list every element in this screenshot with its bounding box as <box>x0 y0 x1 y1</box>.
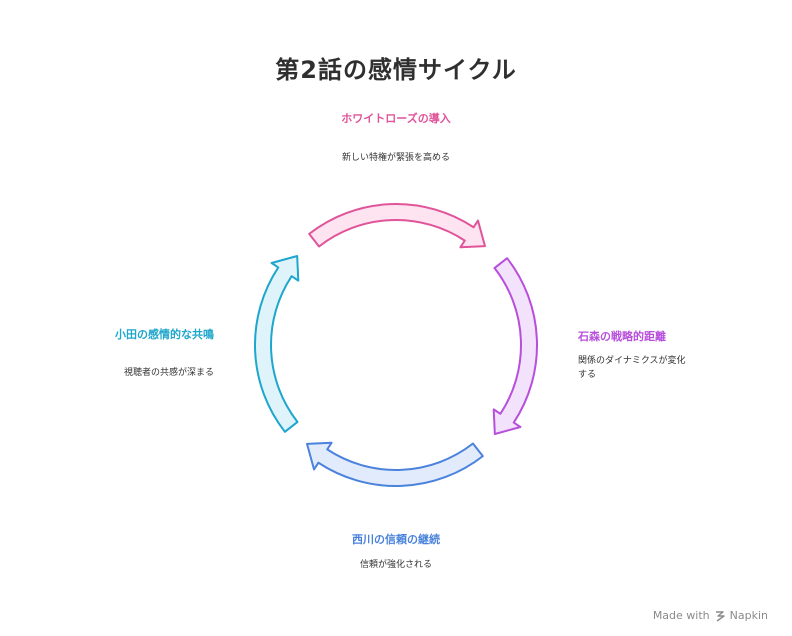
arrow-right <box>492 257 538 435</box>
stage-label-top: ホワイトローズの導入 <box>341 112 451 125</box>
stage-desc-bottom: 信頼が強化される <box>359 560 432 570</box>
diagram-title: 第2話の感情サイクル <box>275 56 517 84</box>
stage-desc-top: 新しい特権が緊張を高める <box>341 153 450 163</box>
footer-brand: Napkin <box>729 609 768 622</box>
stage-desc-left: 視聴者の共感が深まる <box>123 368 214 378</box>
arrow-left <box>254 255 300 433</box>
stage-label-right: 石森の戦略的距離 <box>578 330 666 343</box>
arrow-top <box>308 203 486 249</box>
stage-label-left: 小田の感情的な共鳴 <box>115 328 214 341</box>
stage-desc-right: 関係のダイナミクスが変化する <box>578 356 686 380</box>
napkin-logo-icon <box>715 610 725 622</box>
footer-text: Made with <box>652 609 710 622</box>
footer-attribution: Made with Napkin <box>653 609 768 622</box>
stage-label-bottom: 西川の信頼の継続 <box>352 533 440 546</box>
arrow-bottom <box>306 441 484 487</box>
